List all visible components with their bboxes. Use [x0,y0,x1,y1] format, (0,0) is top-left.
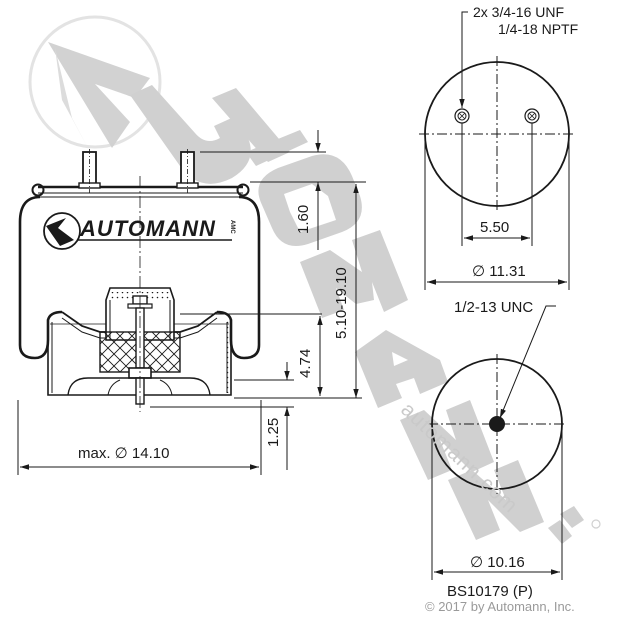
dim-top-diameter: ∅ 11.31 [472,263,526,280]
side-view-logo-text: AUTOMANN [80,216,216,241]
top-view-thread-callout-2: 1/4-18 NPTF [498,21,579,37]
bottom-view-thread-callout: 1/2-13 UNC [454,299,534,316]
top-view [419,11,575,290]
bottom-view [428,305,566,580]
dim-stud-bottom: 1.25 [265,417,282,447]
side-view-logo-mark: AMC [229,220,235,234]
side-view-dimensions [17,130,366,475]
top-stud-right [176,149,199,193]
watermark-logo [28,15,601,544]
side-view [18,149,261,412]
dim-piston-height: 4.74 [297,348,314,378]
dim-bottom-diameter: ∅ 10.16 [470,554,525,571]
dim-top-stud-height: 1.60 [295,204,312,234]
top-stud-left [78,149,101,193]
dim-height-range: 5.10-19.10 [333,267,350,339]
copyright: © 2017 by Automann, Inc. [425,599,575,614]
dim-stud-spacing: 5.50 [480,219,510,236]
top-view-thread-callout-1: 2x 3/4-16 UNF [473,4,565,20]
dim-max-diameter: max. ∅ 14.10 [78,445,170,462]
part-number: BS10179 (P) [447,583,533,600]
